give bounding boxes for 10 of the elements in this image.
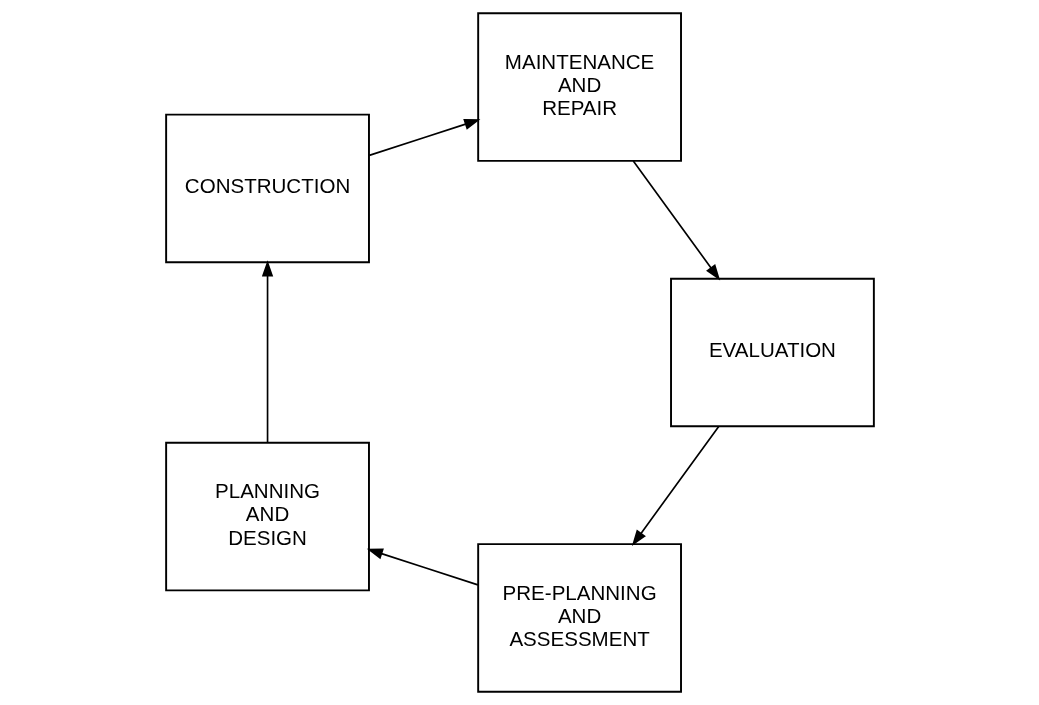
- arrow: [367, 118, 480, 157]
- arrow: [631, 425, 720, 546]
- node-box: EVALUATION: [669, 277, 875, 428]
- node-box: PLANNING AND DESIGN: [164, 441, 370, 592]
- arrow: [261, 260, 273, 444]
- node-box: MAINTENANCE AND REPAIR: [476, 12, 682, 162]
- node-box: CONSTRUCTION: [164, 113, 370, 264]
- node-box: PRE-PLANNING AND ASSESSMENT: [476, 543, 682, 693]
- arrow: [631, 160, 720, 281]
- arrow: [366, 548, 479, 586]
